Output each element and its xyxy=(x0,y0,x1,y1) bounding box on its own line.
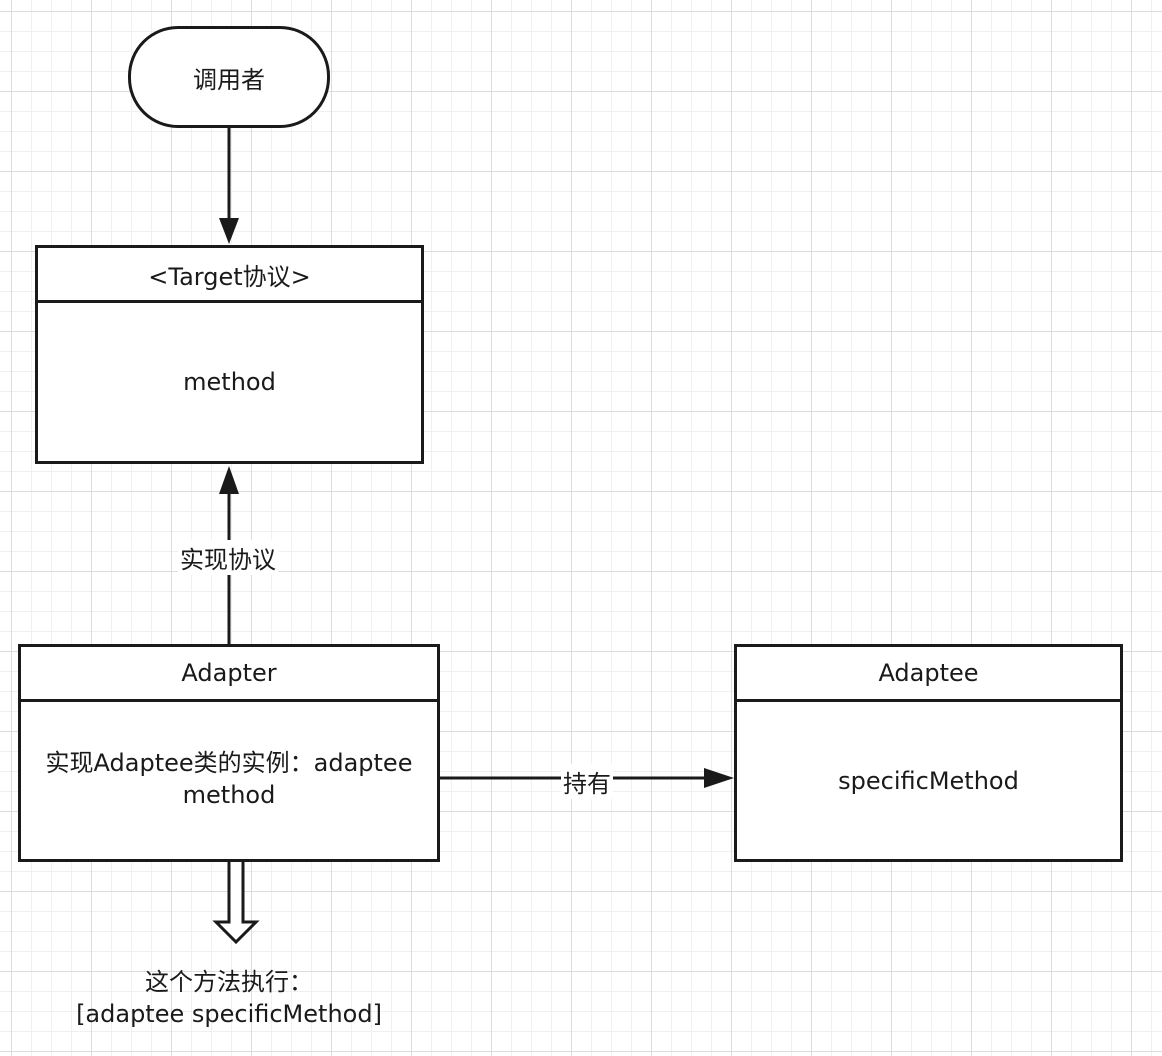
target-method-label: method xyxy=(183,368,276,396)
caller-node: 调用者 xyxy=(128,26,330,128)
adapter-body-line-1: 实现Adaptee类的实例：adaptee xyxy=(45,749,413,777)
adapter-class-header: Adapter xyxy=(21,647,437,702)
adapter-body-line-2: method xyxy=(182,781,276,809)
adaptee-class: Adaptee specificMethod xyxy=(734,644,1123,862)
target-protocol-class: <Target协议> method xyxy=(35,245,424,464)
execution-note-line-1: 这个方法执行： xyxy=(145,968,313,996)
holds-text: 持有 xyxy=(563,770,611,798)
execution-note: 这个方法执行： [adaptee specificMethod] xyxy=(40,966,418,1030)
target-class-header: <Target协议> xyxy=(38,248,421,303)
adapter-class: Adapter 实现Adaptee类的实例：adaptee method xyxy=(18,644,440,862)
implements-protocol-label: 实现协议 xyxy=(178,540,278,575)
adaptee-class-header: Adaptee xyxy=(737,647,1120,702)
adapter-class-title: Adapter xyxy=(181,659,277,687)
target-class-title: <Target协议> xyxy=(148,262,311,291)
caller-label: 调用者 xyxy=(193,65,265,94)
adaptee-method-label: specificMethod xyxy=(838,766,1019,795)
adapter-class-body: 实现Adaptee类的实例：adaptee method xyxy=(21,702,437,859)
caller-to-target-arrowhead xyxy=(219,218,239,244)
target-class-body: method xyxy=(38,303,421,461)
holds-label: 持有 xyxy=(561,764,613,799)
adapter-to-adaptee-arrowhead xyxy=(704,768,734,788)
adapter-to-target-arrowhead xyxy=(219,466,239,494)
adaptee-class-body: specificMethod xyxy=(737,702,1120,859)
adaptee-class-title: Adaptee xyxy=(878,659,979,687)
execution-note-line-2: [adaptee specificMethod] xyxy=(76,1000,382,1028)
implements-protocol-text: 实现协议 xyxy=(180,546,276,574)
